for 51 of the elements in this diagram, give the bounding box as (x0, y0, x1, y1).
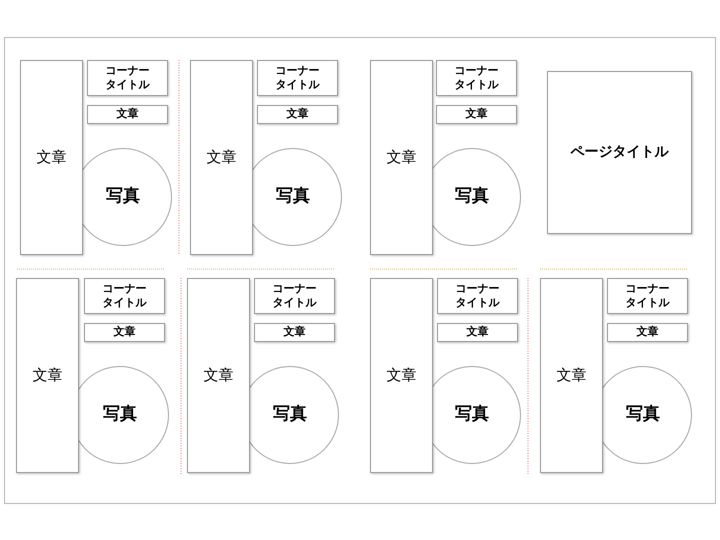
page-title-box (547, 71, 692, 234)
label-text: 文章 (466, 106, 488, 122)
label-text: コーナータイトル (104, 64, 150, 92)
corner-title-box (436, 60, 517, 96)
text-box (257, 105, 338, 124)
label-text: 文章 (114, 324, 136, 340)
label-text: コーナータイトル (102, 282, 148, 310)
label-text: 文章 (284, 324, 306, 340)
label-text: 文章 (204, 365, 234, 386)
text-column-box (20, 60, 83, 255)
text-box (607, 323, 688, 342)
label-text: 写真 (455, 185, 489, 208)
corner-title-box (254, 278, 335, 314)
label-text: コーナータイトル (274, 64, 320, 92)
text-box (437, 323, 518, 342)
text-column-box (16, 278, 79, 473)
label-text: 写真 (273, 403, 307, 426)
label-text: 文章 (206, 147, 236, 168)
text-column-box (190, 60, 253, 255)
text-box (84, 323, 165, 342)
label-text: 写真 (455, 403, 489, 426)
label-text: ページタイトル (570, 143, 668, 162)
text-column-box (370, 278, 433, 473)
text-column-box (370, 60, 433, 255)
text-column-box (540, 278, 603, 473)
label-text: 文章 (386, 147, 416, 168)
label-text: 文章 (556, 365, 586, 386)
corner-title-box (87, 60, 168, 96)
label-text: 写真 (276, 185, 310, 208)
corner-title-box (607, 278, 688, 314)
label-text: 文章 (636, 324, 658, 340)
corner-title-box (437, 278, 518, 314)
label-text: コーナータイトル (272, 282, 318, 310)
label-text: 写真 (106, 185, 140, 208)
corner-title-box (257, 60, 338, 96)
text-box (436, 105, 517, 124)
text-box (254, 323, 335, 342)
label-text: コーナータイトル (454, 282, 500, 310)
label-text: 文章 (466, 324, 488, 340)
label-text: 写真 (103, 403, 137, 426)
label-text: コーナータイトル (624, 282, 670, 310)
corner-title-box (84, 278, 165, 314)
label-text: 文章 (36, 147, 66, 168)
label-text: 写真 (626, 403, 660, 426)
label-text: 文章 (116, 106, 138, 122)
label-text: 文章 (32, 365, 62, 386)
text-box (87, 105, 168, 124)
label-text: 文章 (386, 365, 416, 386)
label-text: コーナータイトル (454, 64, 500, 92)
label-text: 文章 (286, 106, 308, 122)
text-column-box (187, 278, 250, 473)
